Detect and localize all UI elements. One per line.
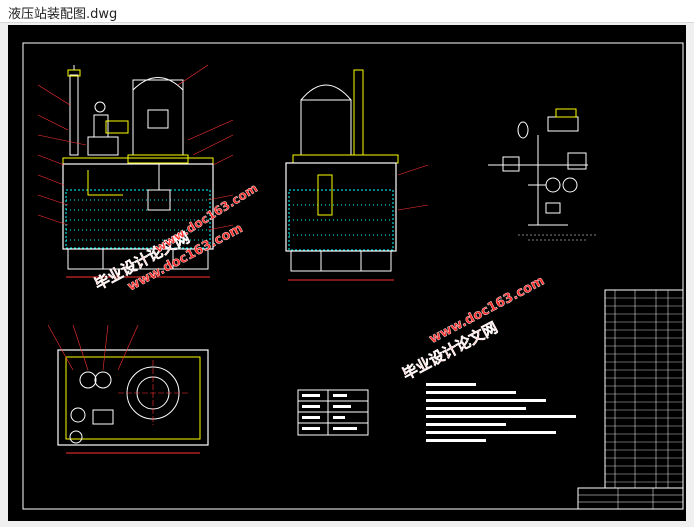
parameter-table [297,389,369,436]
cad-drawing: 毕业设计论文网 www.doc163.com www.doc163.com 毕业… [22,42,684,510]
technical-requirements [426,383,576,442]
watermark-3: 毕业设计论文网 www.doc163.com [399,273,547,383]
drawing-border [22,42,684,510]
hydraulic-schematic [488,108,598,241]
top-view [47,324,209,454]
front-view [37,64,234,278]
parts-list [577,289,684,510]
title-bar: 液压站装配图.dwg [0,0,694,23]
window-title: 液压站装配图.dwg [8,7,118,22]
drawing-canvas[interactable]: 毕业设计论文网 www.doc163.com www.doc163.com 毕业… [8,25,686,521]
side-view [285,69,429,281]
